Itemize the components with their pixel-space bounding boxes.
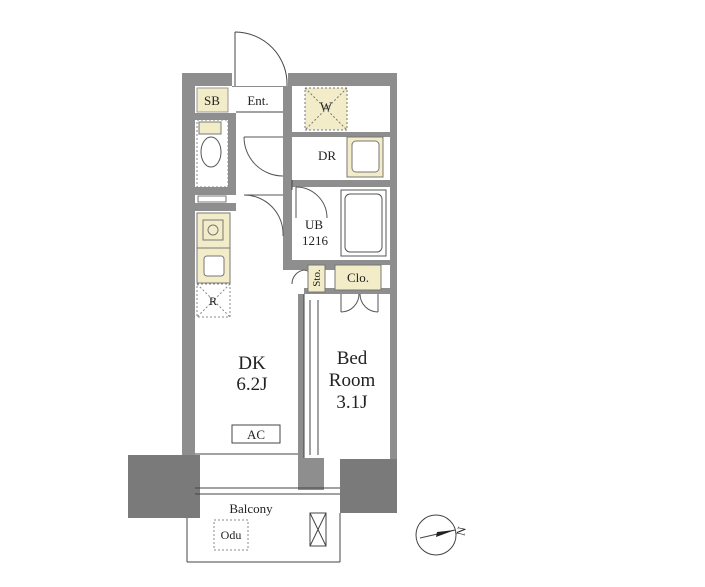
label-outdoor-unit: Odu [221, 528, 242, 542]
refrigerator-space [196, 283, 231, 318]
fixtures [196, 87, 387, 551]
door-swings [243, 136, 379, 313]
ac-box [231, 424, 281, 444]
toilet-space [196, 119, 229, 188]
compass: N [415, 514, 469, 556]
label-dk-2: 6.2J [236, 374, 267, 395]
floor-lines [186, 111, 341, 563]
label-balcony: Balcony [229, 501, 273, 516]
label-dk-1: DK [238, 353, 266, 374]
toilet-icon [200, 136, 222, 168]
label-refrigerator: R [209, 294, 217, 308]
stove [196, 212, 231, 249]
outer-walls [128, 73, 397, 518]
label-entrance: Ent. [247, 93, 268, 108]
entrance-door [234, 31, 288, 87]
label-dressing-room: DR [318, 148, 336, 163]
balcony-storage [309, 512, 327, 547]
label-unit-bath-1: UB [305, 217, 323, 232]
shoe-box [196, 87, 229, 113]
outdoor-unit-space [213, 519, 249, 551]
label-bedroom-1: Bed [337, 348, 368, 369]
storage-box [307, 264, 326, 293]
label-storage: Sto. [311, 269, 323, 287]
bathtub [340, 189, 387, 257]
label-ac: AC [247, 427, 265, 442]
closet-box [334, 264, 382, 291]
compass-north-label: N [453, 525, 469, 537]
label-bedroom-2: Room [329, 370, 376, 391]
label-unit-bath-2: 1216 [302, 233, 329, 248]
room-labels: SB Ent. W DR UB 1216 Sto. Clo. R DK 6.2J… [204, 93, 375, 542]
shelf [197, 195, 227, 203]
label-bedroom-3: 3.1J [336, 392, 367, 413]
label-closet: Clo. [347, 270, 369, 285]
label-washer: W [320, 99, 333, 114]
label-sb: SB [204, 93, 220, 108]
compass-icon [415, 514, 457, 556]
